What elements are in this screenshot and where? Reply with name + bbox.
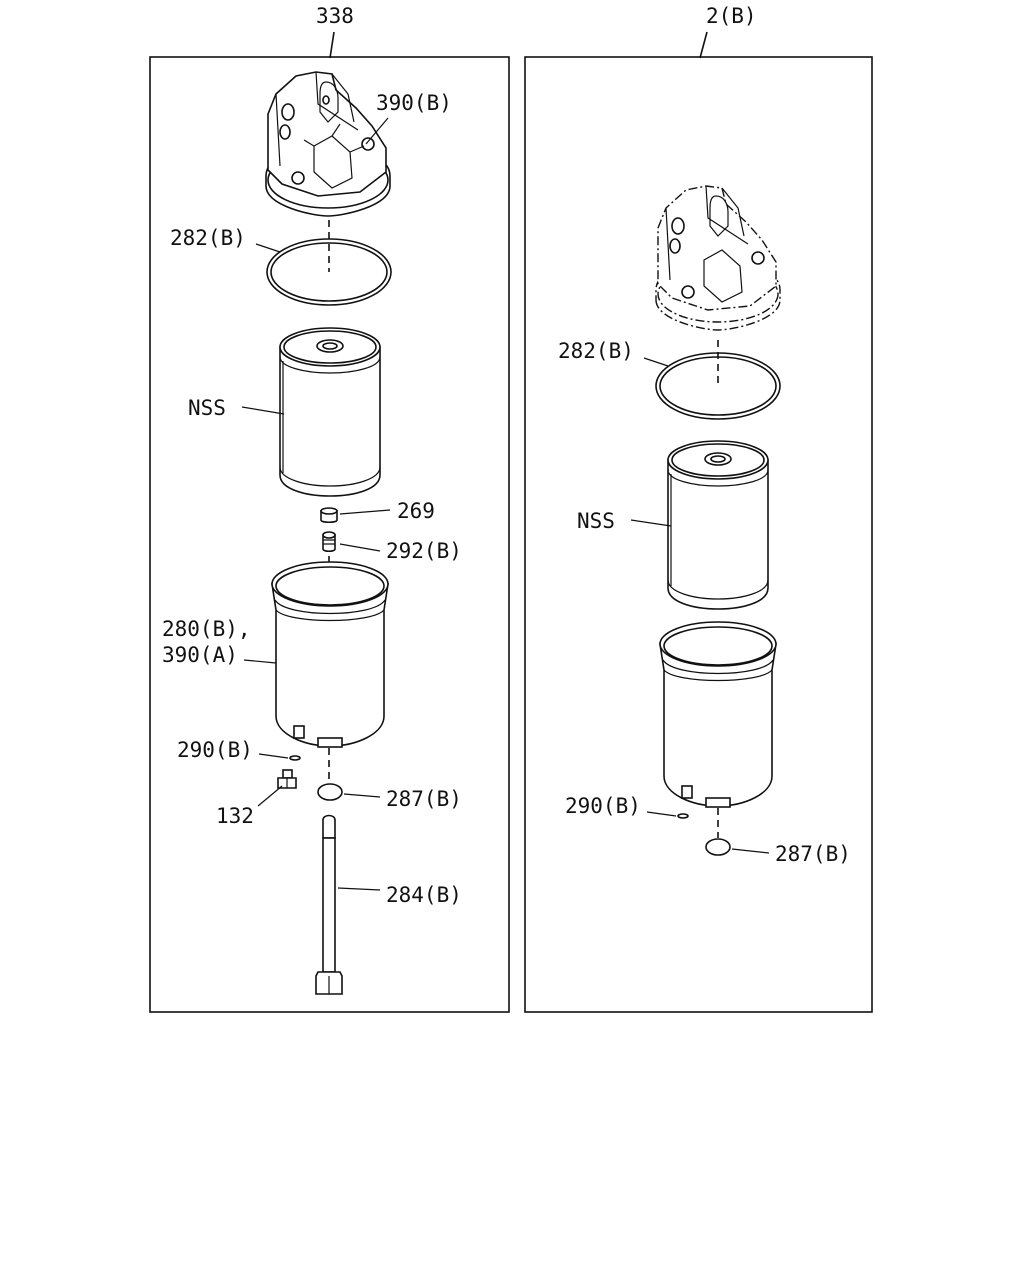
left-spacer bbox=[320, 507, 338, 524]
left-drain-plug bbox=[277, 769, 297, 789]
right-filter-element bbox=[667, 440, 769, 610]
left-leader-oring bbox=[255, 243, 281, 253]
right-filter-bowl bbox=[659, 621, 777, 808]
right-drain-seal bbox=[677, 813, 689, 819]
left-label-element: NSS bbox=[188, 396, 226, 420]
left-label-plug: 132 bbox=[216, 804, 254, 828]
left-spring bbox=[322, 531, 336, 553]
right-header-leader bbox=[699, 31, 708, 59]
right-label-oring: 282(B) bbox=[558, 339, 634, 363]
left-header-leader bbox=[329, 31, 335, 59]
left-leader-drain-seal bbox=[258, 753, 289, 759]
left-label-bowl-a: 280(B), bbox=[162, 617, 251, 641]
left-label-bolt: 284(B) bbox=[386, 883, 462, 907]
left-leader-bolt bbox=[337, 887, 381, 891]
left-label-spacer: 269 bbox=[397, 499, 435, 523]
right-panel-header: 2(B) bbox=[706, 4, 757, 28]
left-drain-seal bbox=[289, 755, 301, 761]
left-leader-washer bbox=[343, 793, 381, 798]
left-label-spring: 292(B) bbox=[386, 539, 462, 563]
right-label-drain-seal: 290(B) bbox=[565, 794, 641, 818]
right-leader-drain-seal bbox=[646, 811, 677, 817]
right-label-washer: 287(B) bbox=[775, 842, 851, 866]
left-panel-header: 338 bbox=[316, 4, 354, 28]
right-leader-oring bbox=[643, 357, 669, 367]
left-filter-bowl bbox=[271, 561, 389, 748]
left-panel-frame bbox=[149, 56, 510, 1013]
left-leader-plug bbox=[257, 785, 283, 807]
left-leader-bowl bbox=[243, 659, 277, 664]
right-filter-head-phantom bbox=[655, 185, 781, 331]
left-label-oring: 282(B) bbox=[170, 226, 246, 250]
left-label-washer: 287(B) bbox=[386, 787, 462, 811]
left-filter-head bbox=[265, 71, 391, 217]
left-label-drain-seal: 290(B) bbox=[177, 738, 253, 762]
right-leader-washer bbox=[731, 848, 770, 854]
left-leader-spring bbox=[339, 543, 381, 552]
left-filter-element bbox=[279, 327, 381, 497]
right-washer bbox=[705, 838, 731, 856]
right-label-element: NSS bbox=[577, 509, 615, 533]
left-center-bolt bbox=[315, 814, 343, 995]
left-leader-head bbox=[365, 117, 389, 145]
left-label-bowl-b: 390(A) bbox=[162, 643, 238, 667]
left-washer bbox=[317, 783, 343, 801]
left-leader-element bbox=[241, 406, 285, 415]
right-panel-frame bbox=[524, 56, 873, 1013]
left-label-head: 390(B) bbox=[376, 91, 452, 115]
right-leader-element bbox=[630, 519, 672, 527]
left-leader-spacer bbox=[339, 509, 391, 515]
right-o-ring bbox=[655, 352, 781, 420]
